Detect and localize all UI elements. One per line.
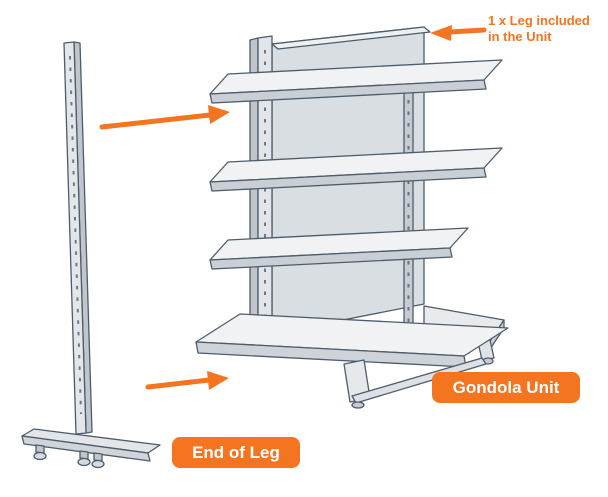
arrow-to-upright-icon <box>99 105 230 130</box>
leg-foot-stem-3 <box>93 452 103 462</box>
gondola-unit-drawing <box>195 26 509 409</box>
leg-post-slots <box>69 55 82 415</box>
shelf-1-edge <box>209 79 487 104</box>
leg-base-front <box>21 435 151 462</box>
center-foot-pad <box>351 401 365 409</box>
annotation-arrows <box>99 25 487 390</box>
gondola-unit-label: Gondola Unit <box>432 372 580 403</box>
leg-included-note: 1 x Leg included in the Unit <box>488 13 600 45</box>
leg-foot-pad-3 <box>91 459 105 469</box>
end-of-leg-drawing <box>21 41 161 469</box>
arrow-to-leg-top-icon <box>430 25 487 41</box>
gondola-base-bar <box>351 357 487 404</box>
leg-foot-pad-1 <box>33 451 47 461</box>
leg-foot-pad-2 <box>77 457 91 467</box>
leg-foot-stem-1 <box>35 444 45 454</box>
leg-included-note-line1: 1 x Leg included <box>488 13 590 28</box>
gondola-panel-top-edge <box>271 26 431 50</box>
shelf-3-edge <box>209 247 453 270</box>
leg-post-front <box>63 41 87 435</box>
leg-included-note-line2: in the Unit <box>488 29 552 44</box>
end-of-leg-label: End of Leg <box>172 437 300 468</box>
leg-foot-stem-2 <box>79 450 89 460</box>
shelf-2-edge <box>209 167 487 192</box>
arrow-to-base-icon <box>145 371 229 390</box>
